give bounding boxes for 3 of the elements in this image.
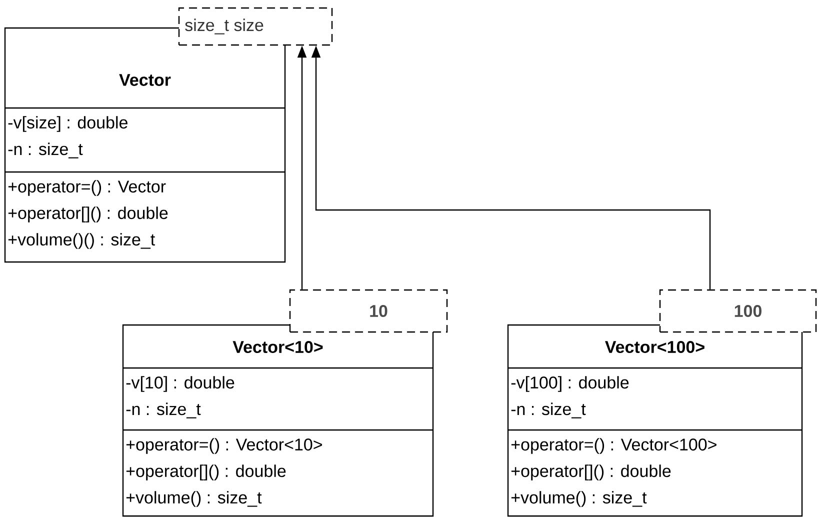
template-parameter-box: 10 [289, 289, 448, 333]
template-parameter-box: 100 [659, 289, 817, 333]
template-parameter-box: size_t size [178, 7, 333, 46]
